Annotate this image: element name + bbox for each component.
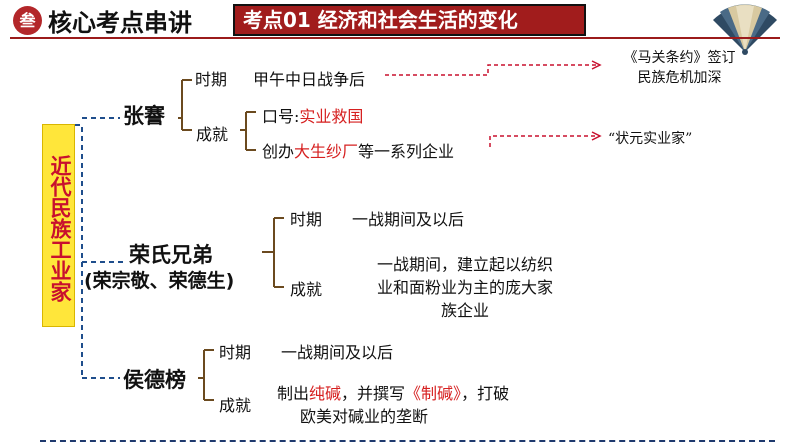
hou-period-value: 一战期间及以后 xyxy=(281,343,394,362)
person-name-rong-full: (荣宗敬、荣德生) xyxy=(84,270,235,292)
zhangjian-period-label: 时期 xyxy=(195,70,228,89)
zhangjian-period-note: 《马关条约》签订 民族危机加深 xyxy=(612,47,747,87)
category-box: 近代民族工业家 xyxy=(42,124,75,327)
page-title: 核心考点串讲 xyxy=(48,9,192,37)
zhangjian-founded-note: “状元实业家” xyxy=(608,131,693,147)
note-line-1: 《马关条约》签订 xyxy=(623,50,736,66)
slogan-value: 实业救国 xyxy=(299,107,364,126)
header-divider xyxy=(10,37,780,39)
hou-achievement-line1: 制出纯碱，并撰写《制碱》，打破 xyxy=(277,380,509,404)
rong-achievement-text: 一战期间，建立起以纺织 业和面粉业为主的庞大家 族企业 xyxy=(352,253,578,322)
slogan-prefix: 口号: xyxy=(262,107,300,126)
hou-period-label: 时期 xyxy=(219,343,252,362)
founded-suffix: 等一系列企业 xyxy=(358,142,455,161)
rong-ach-line-1: 一战期间，建立起以纺织 xyxy=(376,255,553,274)
hou-achievement-label: 成就 xyxy=(219,396,252,415)
zhangjian-slogan: 口号:实业救国 xyxy=(262,103,363,127)
rong-ach-line-2: 业和面粉业为主的庞大家 xyxy=(376,278,553,297)
note-line-2: 民族危机加深 xyxy=(637,70,722,86)
footer-divider xyxy=(40,440,775,442)
section-badge: 叁 xyxy=(13,6,42,35)
hou-ach-suffix: ，打破 xyxy=(461,384,510,403)
rong-ach-line-3: 族企业 xyxy=(440,301,489,320)
zhangjian-founded: 创办大生纱厂等一系列企业 xyxy=(262,138,454,162)
topic-banner: 考点01 经济和社会生活的变化 xyxy=(233,4,586,36)
person-name-hou: 侯德榜 xyxy=(123,368,186,392)
hou-achievement-line2: 欧美对碱业的垄断 xyxy=(300,407,429,426)
rong-period-value: 一战期间及以后 xyxy=(352,210,465,229)
rong-period-label: 时期 xyxy=(290,210,323,229)
fan-decoration-icon xyxy=(713,4,777,55)
rong-achievement-label: 成就 xyxy=(290,280,323,299)
zhangjian-achievement-label: 成就 xyxy=(196,125,229,144)
hou-ach-highlight-2: 《制碱》 xyxy=(405,384,462,403)
person-name-zhangjian: 张謇 xyxy=(123,104,165,128)
hou-ach-highlight-1: 纯碱 xyxy=(309,384,342,403)
person-name-rong: 荣氏兄弟 xyxy=(129,243,213,267)
zhangjian-period-value: 甲午中日战争后 xyxy=(253,70,366,89)
hou-ach-middle: ，并撰写 xyxy=(341,384,406,403)
founded-highlight: 大生纱厂 xyxy=(294,142,359,161)
founded-prefix: 创办 xyxy=(262,142,295,161)
hou-ach-prefix: 制出 xyxy=(277,384,310,403)
